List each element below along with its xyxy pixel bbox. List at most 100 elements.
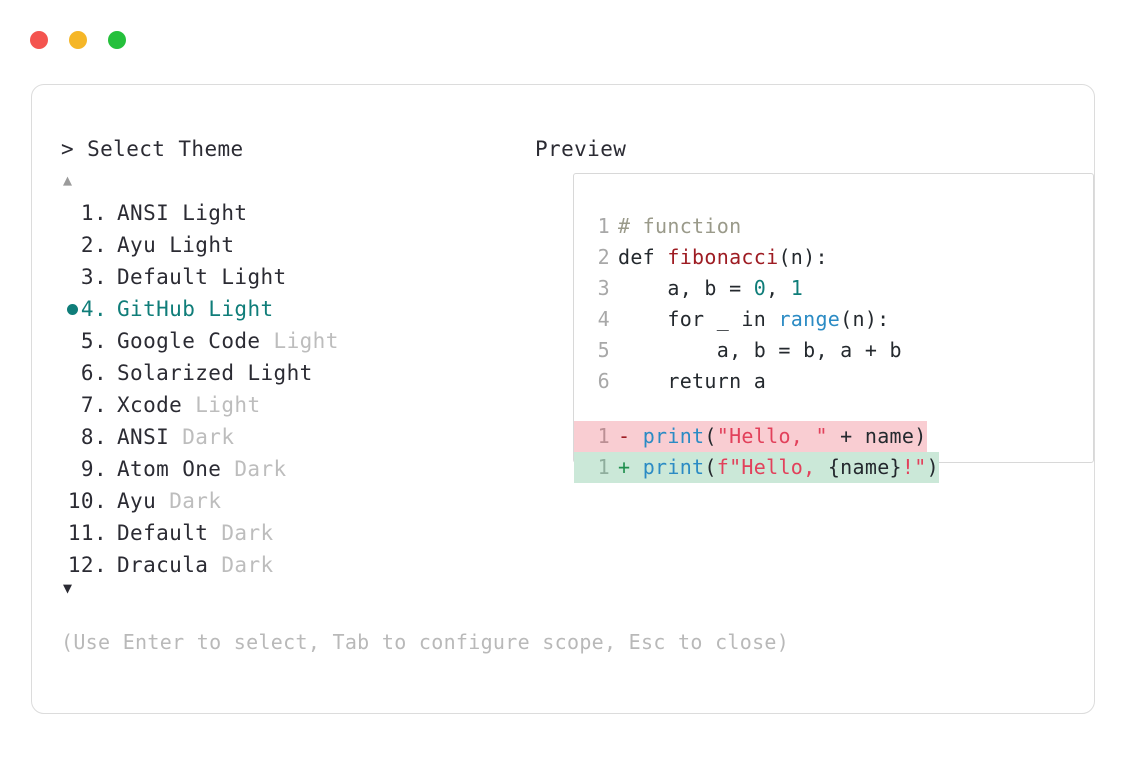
- code-token: !": [901, 455, 927, 479]
- scroll-up-arrow-icon[interactable]: ▲: [63, 171, 73, 189]
- code-token: a, b =: [618, 276, 754, 300]
- theme-list-item[interactable]: 12. Dracula Dark: [61, 549, 521, 581]
- line-number: 4: [597, 307, 610, 331]
- code-token: def: [618, 245, 668, 269]
- scroll-down-arrow-icon[interactable]: ▼: [63, 579, 73, 597]
- diff-highlight: 1- print("Hello, " + name): [574, 421, 927, 452]
- code-token: {name}: [827, 455, 902, 479]
- diff-sign: +: [618, 455, 643, 479]
- preview-heading: Preview: [535, 137, 627, 161]
- close-dot[interactable]: [30, 31, 48, 49]
- theme-item-name: Default: [117, 521, 222, 545]
- code-line: 3 a, b = 0, 1: [574, 273, 1095, 304]
- theme-list-item[interactable]: 2.Ayu Light: [61, 229, 521, 261]
- theme-item-index: 5.: [80, 329, 107, 353]
- code-token: ,: [766, 276, 791, 300]
- diff-line-add: 1+ print(f"Hello, {name}!"): [574, 452, 1095, 483]
- theme-item-variant: Dark: [234, 457, 287, 481]
- code-token: 0: [753, 276, 767, 300]
- theme-item-name: Ayu: [117, 233, 170, 257]
- code-line: 1 # function: [574, 211, 1095, 242]
- theme-item-name: Dracula: [117, 553, 222, 577]
- diff-highlight: 1+ print(f"Hello, {name}!"): [574, 452, 939, 483]
- theme-list-item[interactable]: 7. Xcode Light: [61, 389, 521, 421]
- code-token: print: [642, 455, 705, 479]
- code-token: return a: [618, 369, 767, 393]
- select-theme-heading: > Select Theme: [61, 137, 244, 161]
- keyboard-hint: (Use Enter to select, Tab to configure s…: [61, 630, 790, 654]
- theme-item-index: 10.: [67, 489, 107, 513]
- theme-item-name: Ayu: [117, 489, 170, 513]
- line-number: 1: [597, 424, 610, 448]
- theme-item-variant: Light: [247, 361, 313, 385]
- diff-sign: -: [618, 424, 643, 448]
- theme-item-name: ANSI: [117, 425, 183, 449]
- theme-item-name: GitHub: [117, 297, 209, 321]
- code-token: fibonacci: [667, 245, 779, 269]
- theme-item-variant: Light: [182, 201, 248, 225]
- theme-item-index: 1.: [80, 201, 107, 225]
- code-line-body: return a: [610, 369, 766, 393]
- theme-item-name: ANSI: [117, 201, 183, 225]
- theme-item-index: 3.: [80, 265, 107, 289]
- theme-list-item[interactable]: 4.GitHub Light: [61, 293, 521, 325]
- code-token: 1: [790, 276, 804, 300]
- theme-item-name: Xcode: [117, 393, 196, 417]
- code-token: # function: [618, 214, 742, 238]
- theme-item-variant: Light: [169, 233, 235, 257]
- code-token: (n):: [840, 307, 890, 331]
- code-line-body: # function: [610, 214, 741, 238]
- theme-list-item[interactable]: 9. Atom One Dark: [61, 453, 521, 485]
- code-line-body: for _ in range(n):: [610, 307, 890, 331]
- line-number: 5: [597, 338, 610, 362]
- theme-item-variant: Dark: [169, 489, 222, 513]
- theme-item-variant: Light: [195, 393, 261, 417]
- diff-line-del: 1- print("Hello, " + name): [574, 421, 1095, 452]
- code-token: (: [704, 424, 717, 448]
- theme-list-item[interactable]: 10. Ayu Dark: [61, 485, 521, 517]
- line-number: 2: [597, 245, 610, 269]
- diff-line-body: - print("Hello, " + name): [610, 424, 927, 448]
- code-token: ): [926, 455, 939, 479]
- theme-item-variant: Light: [221, 265, 287, 289]
- theme-item-index: 9.: [80, 457, 107, 481]
- line-number: 1: [597, 455, 610, 479]
- code-token: + name): [827, 424, 927, 448]
- minimize-dot[interactable]: [69, 31, 87, 49]
- theme-item-variant: Dark: [221, 521, 274, 545]
- theme-item-variant: Dark: [221, 553, 274, 577]
- code-token: print: [642, 424, 705, 448]
- code-line: 4 for _ in range(n):: [574, 304, 1095, 335]
- theme-list-item[interactable]: 11.Default Dark: [61, 517, 521, 549]
- code-line: 5 a, b = b, a + b: [574, 335, 1095, 366]
- diff-line-body: + print(f"Hello, {name}!"): [610, 455, 939, 479]
- theme-list-item[interactable]: 5.Google Code Light: [61, 325, 521, 357]
- code-line: 6 return a: [574, 366, 1095, 397]
- code-line-body: a, b = 0, 1: [610, 276, 803, 300]
- line-number: 1: [597, 214, 610, 238]
- code-token: for _ in: [618, 307, 779, 331]
- code-line-body: def fibonacci(n):: [610, 245, 828, 269]
- line-number: 6: [597, 369, 610, 393]
- theme-item-name: Atom One: [117, 457, 235, 481]
- theme-list-item[interactable]: 8.ANSI Dark: [61, 421, 521, 453]
- code-token: a, b = b, a + b: [618, 338, 902, 362]
- code-token: range: [778, 307, 841, 331]
- line-number: 3: [597, 276, 610, 300]
- theme-item-variant: Light: [208, 297, 274, 321]
- theme-item-index: 12.: [67, 553, 107, 577]
- theme-item-index: 6.: [80, 361, 107, 385]
- theme-list-item[interactable]: 3.Default Light: [61, 261, 521, 293]
- theme-list-item[interactable]: 6.Solarized Light: [61, 357, 521, 389]
- maximize-dot[interactable]: [108, 31, 126, 49]
- theme-list-item[interactable]: 1. ANSI Light: [61, 197, 521, 229]
- code-spacer: [574, 397, 1095, 421]
- theme-item-index: 7.: [80, 393, 107, 417]
- code-line-body: a, b = b, a + b: [610, 338, 902, 362]
- selected-bullet-icon: [67, 304, 78, 315]
